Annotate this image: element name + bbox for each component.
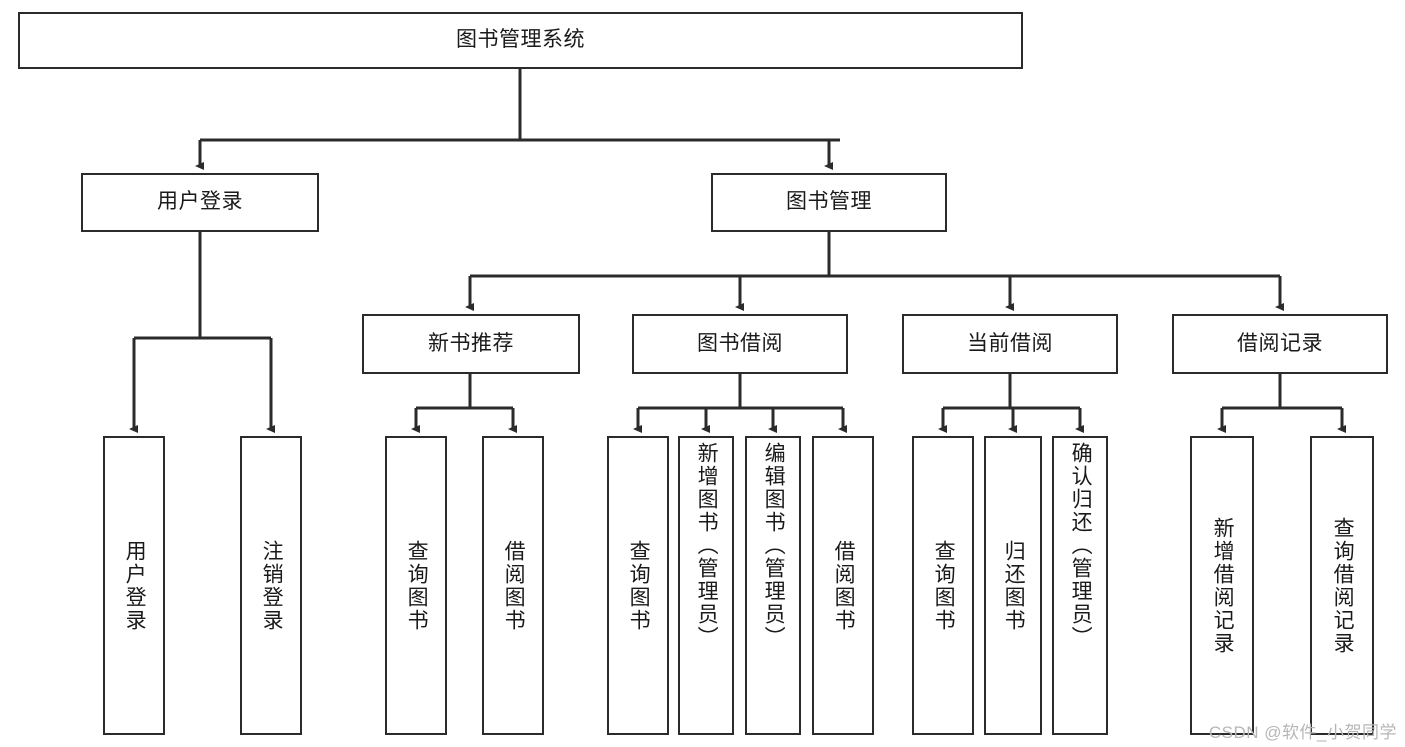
node-root-label: 图书管理系统 — [456, 28, 585, 52]
node-leaf-user-login-label: 用户登录 — [123, 539, 147, 632]
node-root-system[interactable]: 图书管理系统 — [18, 12, 1023, 69]
node-leaf-edit-book-admin[interactable]: 编辑图书（管理员） — [745, 436, 801, 735]
node-leaf-query-book-newbook-label: 查询图书 — [405, 539, 429, 632]
node-leaf-add-borrow-record-label: 新增借阅记录 — [1211, 516, 1235, 655]
node-leaf-user-login[interactable]: 用户登录 — [103, 436, 165, 735]
node-leaf-query-book-current-label: 查询图书 — [932, 539, 956, 632]
node-borrow-record-label: 借阅记录 — [1237, 331, 1323, 355]
node-leaf-add-book-admin[interactable]: 新增图书（管理员） — [678, 436, 734, 735]
node-borrow-record[interactable]: 借阅记录 — [1172, 314, 1388, 374]
node-leaf-edit-book-admin-label: 编辑图书（管理员） — [762, 442, 786, 649]
node-new-book-recommend-label: 新书推荐 — [428, 331, 514, 355]
node-leaf-borrow-book[interactable]: 借阅图书 — [812, 436, 874, 735]
node-leaf-borrow-book-label: 借阅图书 — [832, 539, 856, 632]
node-new-book-recommend[interactable]: 新书推荐 — [362, 314, 580, 374]
node-leaf-borrow-book-newbook-label: 借阅图书 — [502, 539, 526, 632]
node-user-login[interactable]: 用户登录 — [81, 173, 319, 232]
node-leaf-query-book-borrow[interactable]: 查询图书 — [607, 436, 669, 735]
node-leaf-add-borrow-record[interactable]: 新增借阅记录 — [1190, 436, 1254, 735]
node-book-management[interactable]: 图书管理 — [711, 173, 947, 232]
node-leaf-confirm-return-admin[interactable]: 确认归还（管理员） — [1052, 436, 1108, 735]
node-book-borrow-label: 图书借阅 — [697, 331, 783, 355]
node-leaf-query-book-borrow-label: 查询图书 — [627, 539, 651, 632]
node-leaf-add-book-admin-label: 新增图书（管理员） — [695, 442, 719, 649]
node-leaf-borrow-book-newbook[interactable]: 借阅图书 — [482, 436, 544, 735]
node-leaf-query-book-newbook[interactable]: 查询图书 — [385, 436, 447, 735]
node-leaf-logout[interactable]: 注销登录 — [240, 436, 302, 735]
watermark-text: CSDN @软件_小贺同学 — [1208, 723, 1397, 742]
node-current-borrow[interactable]: 当前借阅 — [902, 314, 1118, 374]
node-leaf-return-book[interactable]: 归还图书 — [984, 436, 1042, 735]
node-leaf-query-book-current[interactable]: 查询图书 — [912, 436, 974, 735]
node-leaf-return-book-label: 归还图书 — [1002, 539, 1026, 632]
node-user-login-label: 用户登录 — [157, 190, 243, 214]
node-book-borrow[interactable]: 图书借阅 — [632, 314, 848, 374]
node-book-management-label: 图书管理 — [786, 190, 872, 214]
node-leaf-query-borrow-record-label: 查询借阅记录 — [1331, 516, 1355, 655]
node-leaf-confirm-return-admin-label: 确认归还（管理员） — [1069, 442, 1093, 649]
node-current-borrow-label: 当前借阅 — [967, 331, 1053, 355]
node-leaf-query-borrow-record[interactable]: 查询借阅记录 — [1310, 436, 1374, 735]
node-leaf-logout-label: 注销登录 — [260, 539, 284, 632]
